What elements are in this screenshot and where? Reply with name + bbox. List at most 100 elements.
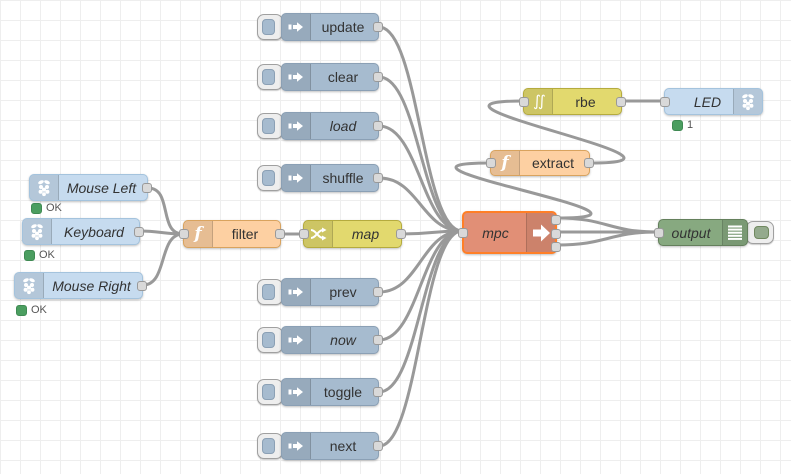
inject-button-load[interactable]	[257, 113, 283, 139]
inject-button-face	[262, 170, 275, 186]
node-rpi-mouse-right[interactable]: Mouse Right	[14, 272, 147, 299]
mpc-icon-stripe	[526, 213, 555, 252]
rpi-icon-stripe	[733, 89, 762, 114]
port-out[interactable]	[373, 22, 383, 32]
shuffle-arrows-icon	[310, 227, 326, 241]
port-in[interactable]	[660, 96, 670, 107]
node-label: Mouse Right	[52, 277, 131, 294]
node-rbe[interactable]: ∫∫ rbe	[519, 88, 626, 115]
inject-button-shuffle[interactable]	[257, 165, 283, 191]
inject-icon-stripe	[282, 64, 311, 90]
port-out[interactable]	[137, 280, 147, 291]
function-icon-stripe: f	[491, 151, 520, 175]
status-dot-green	[672, 119, 683, 131]
node-label: Keyboard	[64, 223, 124, 240]
port-in[interactable]	[179, 229, 189, 239]
port-out[interactable]	[373, 335, 383, 345]
function-f-icon: f	[194, 223, 202, 244]
node-function-filter[interactable]: f filter	[179, 220, 285, 248]
debug-toggle-button[interactable]	[746, 221, 774, 244]
inject-button-prev[interactable]	[257, 279, 283, 305]
inject-button-toggle[interactable]	[257, 379, 283, 405]
wire-toggle-mpc[interactable]	[377, 229, 464, 394]
port-out[interactable]	[373, 441, 383, 451]
status-text: OK	[39, 249, 55, 261]
node-label: LED	[693, 93, 722, 110]
status-dot-green	[16, 304, 27, 316]
node-inject-clear[interactable]: clear	[281, 63, 383, 91]
node-debug-output[interactable]: output	[654, 219, 748, 246]
node-label: output	[671, 224, 711, 241]
port-out[interactable]	[373, 121, 383, 131]
inject-arrow-icon	[288, 22, 303, 32]
wire-next-mpc[interactable]	[377, 229, 464, 448]
port-out-1[interactable]	[551, 215, 561, 225]
port-out[interactable]	[396, 229, 406, 239]
inject-button-face	[262, 384, 275, 400]
status-text: OK	[46, 202, 62, 214]
node-inject-load[interactable]: load	[281, 112, 383, 140]
port-out[interactable]	[584, 158, 594, 168]
wire-extract-rbe[interactable]	[487, 99, 626, 165]
inject-button-face	[262, 284, 275, 300]
node-inject-now[interactable]: now	[281, 326, 383, 354]
wire-mouseright-filter[interactable]	[141, 232, 185, 287]
node-function-extract[interactable]: f extract	[486, 150, 594, 176]
node-inject-next[interactable]: next	[281, 432, 383, 460]
wire-shuffle-mpc[interactable]	[377, 176, 464, 233]
port-in[interactable]	[458, 228, 468, 238]
inject-button-clear[interactable]	[257, 64, 283, 90]
inject-button-update[interactable]	[257, 14, 283, 40]
inject-icon-stripe	[282, 279, 311, 305]
node-label: rbe	[575, 93, 596, 110]
node-inject-update[interactable]: update	[281, 13, 383, 41]
node-switch-map[interactable]: map	[299, 220, 406, 248]
node-mpc[interactable]: mpc	[458, 211, 561, 254]
port-in[interactable]	[519, 96, 529, 107]
inject-button-now[interactable]	[257, 327, 283, 353]
status-dot-green	[31, 202, 42, 214]
port-out[interactable]	[275, 229, 285, 239]
status-indicator-mouse-right: OK	[16, 304, 47, 316]
port-out[interactable]	[142, 182, 152, 193]
function-f-icon: f	[501, 152, 509, 173]
port-in[interactable]	[299, 229, 309, 239]
wire-mpc1-output[interactable]	[555, 216, 660, 234]
wire-mouseleft-filter[interactable]	[146, 186, 185, 236]
raspberry-pi-icon	[31, 223, 43, 240]
inject-icon-stripe	[282, 379, 311, 405]
inject-arrow-icon	[288, 287, 303, 297]
wire-load-mpc[interactable]	[377, 124, 464, 233]
port-out[interactable]	[616, 96, 626, 107]
node-rpi-led[interactable]: LED	[660, 88, 763, 115]
wire-update-mpc[interactable]	[377, 25, 464, 233]
node-rpi-mouse-left[interactable]: Mouse Left	[29, 174, 152, 201]
port-out-2[interactable]	[551, 229, 561, 239]
port-out[interactable]	[373, 173, 383, 183]
port-out[interactable]	[134, 226, 144, 237]
node-inject-prev[interactable]: prev	[281, 278, 383, 306]
node-label: extract	[531, 155, 574, 171]
wire-mpc-extract[interactable]	[454, 161, 593, 220]
port-out-3[interactable]	[551, 242, 561, 252]
node-inject-toggle[interactable]: toggle	[281, 378, 383, 406]
port-out[interactable]	[373, 72, 383, 82]
node-label: shuffle	[322, 170, 364, 186]
node-inject-shuffle[interactable]: shuffle	[281, 164, 383, 192]
inject-arrow-icon	[288, 173, 303, 183]
port-in[interactable]	[654, 227, 664, 238]
inject-arrow-icon	[288, 387, 303, 397]
port-out[interactable]	[373, 387, 383, 397]
wire-mpc3-output[interactable]	[555, 230, 660, 247]
inject-icon-stripe	[282, 327, 311, 353]
status-text: OK	[31, 304, 47, 316]
node-label: mpc	[482, 224, 509, 241]
node-rpi-keyboard[interactable]: Keyboard	[22, 218, 144, 245]
wire-clear-mpc[interactable]	[377, 75, 464, 233]
node-label: load	[329, 118, 357, 134]
inject-button-next[interactable]	[257, 433, 283, 459]
port-in[interactable]	[486, 158, 496, 168]
port-out[interactable]	[373, 287, 383, 297]
